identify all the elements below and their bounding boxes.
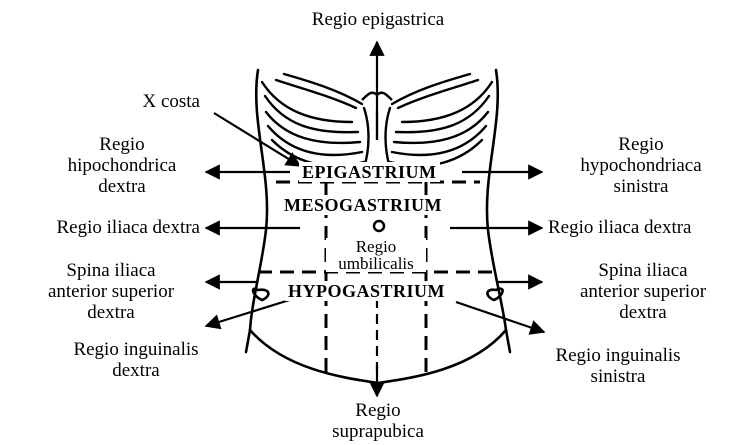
label-regio-iliaca-left: Regio iliaca dextra	[4, 217, 200, 238]
label-spina-iliaca-left: Spina iliaca anterior superior dextra	[16, 260, 206, 323]
label-spina-iliaca-right: Spina iliaca anterior superior dextra	[548, 260, 738, 323]
zone-epigastrium: EPIGASTRIUM	[299, 162, 440, 182]
label-regio-hypochondriaca-sinistra: Regio hypochondriaca sinistra	[556, 134, 726, 197]
umbilicus	[374, 221, 384, 231]
label-x-costa: X costa	[96, 91, 200, 112]
arrow-inguinalis-sinistra	[456, 302, 544, 332]
label-regio-umbilicalis: Regio umbilicalis	[326, 238, 426, 272]
label-regio-epigastrica: Regio epigastrica	[270, 9, 486, 30]
rib-cage-right	[386, 74, 493, 168]
rib-cage-left	[262, 74, 369, 168]
label-regio-iliaca-right: Regio iliaca dextra	[548, 217, 736, 238]
label-regio-inguinalis-dextra: Regio inguinalis dextra	[40, 339, 232, 381]
zone-hypogastrium: HYPOGASTRIUM	[285, 281, 448, 301]
label-regio-hipochondrica-dextra: Regio hipochondrica dextra	[44, 134, 200, 197]
zone-mesogastrium: MESOGASTRIUM	[281, 195, 445, 215]
label-regio-inguinalis-sinistra: Regio inguinalis sinistra	[520, 345, 716, 387]
label-regio-suprapubica: Regio suprapubica	[300, 400, 456, 442]
